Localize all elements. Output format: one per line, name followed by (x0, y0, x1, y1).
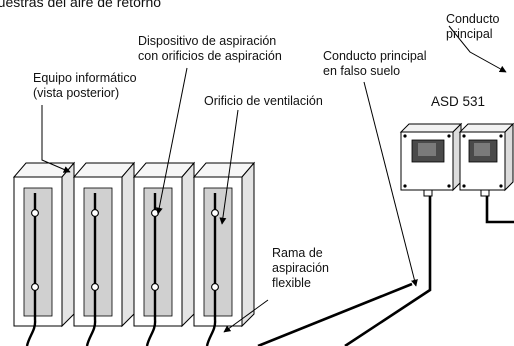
label-dispositivo-aspiracion: Dispositivo de aspiración con orificios … (138, 34, 282, 63)
leader-lines (41, 25, 507, 333)
computer-rack-1 (12, 161, 76, 346)
main-duct-false-floor (257, 196, 432, 346)
leader-dispositivo (155, 67, 188, 215)
asd-detector-2 (458, 122, 514, 197)
header-fragment: Muestras del aire de retorno (0, 0, 161, 10)
main-duct-upper (485, 196, 514, 224)
computer-rack-3 (132, 161, 196, 346)
leader-orificio (219, 109, 239, 225)
label-asd-531: ASD 531 (431, 94, 486, 109)
leader-falso-suelo (363, 81, 418, 287)
computer-rack-4 (192, 161, 256, 346)
label-equipo-informatico: Equipo informático (vista posterior) (33, 71, 137, 100)
label-conducto-principal: Conducto principal (446, 12, 500, 41)
asd-detector-1 (399, 122, 463, 197)
leader-conducto-principal (448, 25, 507, 73)
computer-rack-2 (72, 161, 136, 346)
label-orificio-ventilacion: Orificio de ventilación (204, 94, 323, 108)
leader-rama (223, 299, 269, 333)
label-rama-aspiracion: Rama de aspiración flexible (272, 246, 329, 290)
label-conducto-falso-suelo: Conducto principal en falso suelo (323, 49, 427, 78)
leader-equipo (41, 105, 71, 173)
